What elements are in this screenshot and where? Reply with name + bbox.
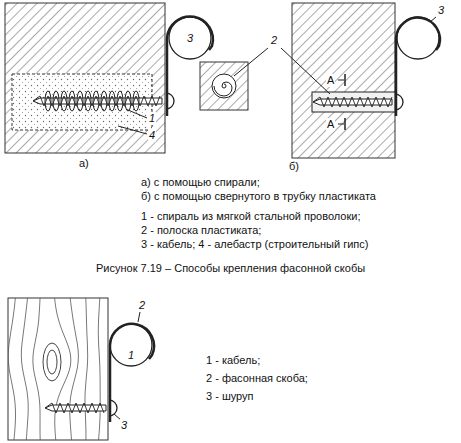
- screw-thread: [33, 96, 160, 106]
- fig-a: [5, 3, 213, 153]
- figure-caption: Рисунок 7.19 – Способы крепления фасонно…: [95, 262, 366, 275]
- callout-number: 3: [120, 419, 128, 432]
- spiral-turn: [53, 91, 59, 111]
- grain-line: [21, 298, 28, 440]
- key-line: 1 - кабель;: [205, 354, 261, 367]
- rolled-strip-spiral: [214, 82, 232, 96]
- section-line: [344, 74, 346, 86]
- spiral-turn: [77, 91, 83, 111]
- key-line: 2 - полоска пластиката;: [140, 224, 262, 237]
- section-mark: [338, 80, 344, 81]
- fig-wood: [8, 296, 154, 440]
- shaped-clamp: [396, 18, 440, 116]
- section-a-a: [200, 62, 248, 110]
- callout-number: 3: [186, 32, 194, 45]
- wall: [5, 3, 165, 153]
- grain-line: [54, 298, 70, 440]
- spiral-turn: [85, 91, 91, 111]
- spiral-turn: [133, 91, 139, 111]
- leader-line: [281, 48, 330, 94]
- callout-number: 1: [127, 349, 135, 362]
- callout-number: 4: [148, 129, 156, 142]
- key-line: 2 - фасонная скоба;: [205, 372, 309, 385]
- wall: [292, 3, 395, 158]
- section-line: [344, 118, 346, 130]
- leader-line: [430, 17, 436, 22]
- spiral-turn: [109, 91, 115, 111]
- spiral-turn: [117, 91, 123, 111]
- callout-number: 1: [148, 112, 156, 125]
- section-letter: А: [326, 74, 335, 87]
- leader-line: [118, 126, 147, 134]
- wire-spiral: [45, 91, 139, 111]
- section-letter: А: [326, 118, 335, 131]
- wood-knot: [43, 343, 61, 381]
- screw: [313, 97, 392, 107]
- grain-line: [98, 298, 100, 440]
- grain-line: [8, 298, 15, 440]
- rolled-strip: [212, 74, 236, 98]
- leader-line: [138, 312, 140, 322]
- wood-knot: [47, 350, 57, 374]
- key-line: 1 - спираль из мягкой стальной проволоки…: [140, 210, 362, 223]
- spiral-turn: [45, 91, 51, 111]
- sub-label: б): [288, 160, 300, 173]
- key-line: 3 - кабель; 4 - алебастр (строительный г…: [140, 238, 369, 251]
- grain-line: [85, 298, 88, 440]
- wood-grain: [8, 298, 100, 440]
- grain-line: [70, 298, 79, 440]
- sub-label: а): [78, 157, 90, 170]
- grain-line: [33, 298, 40, 440]
- screw-thread: [313, 97, 392, 107]
- key-line: 3 - шуруп: [205, 390, 255, 403]
- screw: [45, 403, 106, 413]
- spiral-turn: [125, 91, 131, 111]
- spiral-turn: [101, 91, 107, 111]
- explanation-line: б) с помощью свернутого в трубку пластик…: [140, 190, 377, 203]
- leader-line: [128, 110, 147, 118]
- spiral-turn: [69, 91, 75, 111]
- callout-number: 3: [437, 4, 445, 17]
- callout-number: 2: [270, 34, 278, 47]
- explanation-line: а) с помощью спирали;: [140, 176, 261, 189]
- screw: [33, 96, 162, 106]
- spiral-turn: [61, 91, 67, 111]
- callout-number: 2: [138, 299, 146, 312]
- leader-line: [234, 48, 268, 76]
- screw-thread: [45, 403, 104, 413]
- spiral-turn: [93, 91, 99, 111]
- section-mark: [338, 124, 344, 125]
- fig-b: [200, 3, 440, 158]
- shaped-clamp: [110, 324, 154, 422]
- plastic-strip: [312, 92, 395, 112]
